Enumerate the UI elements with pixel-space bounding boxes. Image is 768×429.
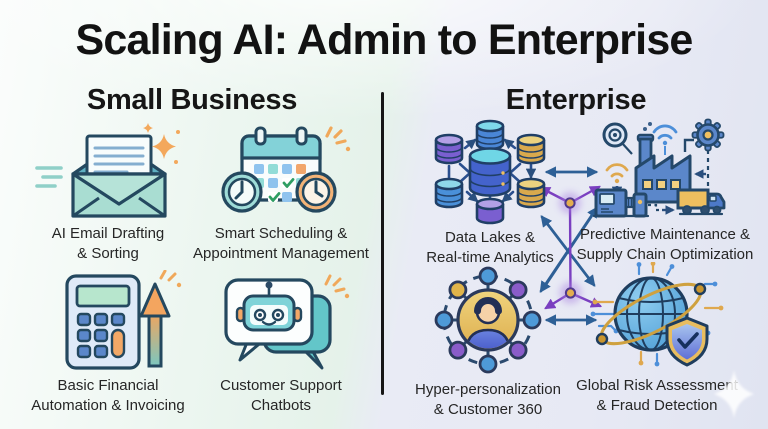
- item-smart-scheduling: Smart Scheduling & Appointment Managemen…: [181, 122, 381, 265]
- predictive-maintenance-icon: [592, 118, 725, 218]
- item-label: Customer Support Chatbots: [220, 377, 342, 415]
- item-financial-automation: Basic Financial Automation & Invoicing: [8, 270, 208, 417]
- item-predictive-maintenance: Predictive Maintenance & Supply Chain Op…: [565, 118, 765, 266]
- column-divider: [381, 92, 384, 395]
- data-lakes-icon: [434, 119, 546, 225]
- item-label: AI Email Drafting & Sorting: [51, 225, 165, 263]
- support-chatbot-icon: [224, 274, 350, 370]
- item-email-drafting: AI Email Drafting & Sorting: [8, 122, 208, 265]
- email-drafting-icon: [35, 123, 180, 218]
- item-global-risk: Global Risk Assessment & Fraud Detection: [557, 262, 757, 417]
- item-label: Basic Financial Automation & Invoicing: [31, 377, 185, 415]
- item-label: Hyper-personalization & Customer 360: [415, 381, 561, 419]
- page-title: Scaling AI: Admin to Enterprise: [75, 16, 693, 64]
- item-label: Smart Scheduling & Appointment Managemen…: [193, 225, 369, 263]
- item-label: Data Lakes & Real-time Analytics: [426, 229, 554, 267]
- smart-scheduling-icon: [221, 126, 351, 213]
- item-hyper-personalization: Hyper-personalization & Customer 360: [388, 262, 588, 421]
- column-header-enterprise: Enterprise: [505, 84, 647, 116]
- hyper-personalization-icon: [434, 266, 542, 374]
- item-data-lakes: Data Lakes & Real-time Analytics: [390, 116, 590, 269]
- item-label: Predictive Maintenance & Supply Chain Op…: [576, 226, 754, 264]
- sparkle-icon: [714, 370, 754, 418]
- financial-automation-icon: [65, 270, 182, 370]
- item-support-chatbots: Customer Support Chatbots: [181, 274, 381, 417]
- item-label: Global Risk Assessment & Fraud Detection: [576, 377, 738, 415]
- column-header-small-business: Small Business: [86, 84, 298, 116]
- global-risk-icon: [590, 262, 724, 367]
